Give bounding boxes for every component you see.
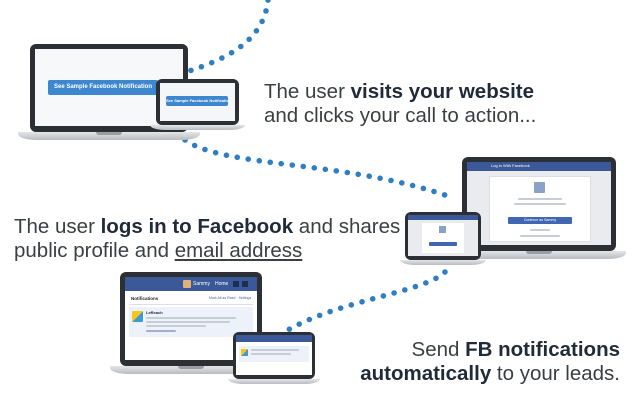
step3-bold2: automatically [360,362,492,385]
step2-caption: The user logs in to Facebook and shares … [14,215,400,263]
laptop-facebook-login: Log in With Facebook Continue as Sammy [452,157,626,261]
lereach-logo-icon [132,311,143,322]
step3-caption: Send FB notifications automatically to y… [330,338,620,386]
laptop-facebook-login-small [400,212,486,267]
notification-item[interactable]: LeReach [129,307,253,337]
facebook-header-bar: Sammy Home [125,277,257,291]
email-address-link: email address [174,239,303,262]
step3-line1: Send FB notifications [411,338,620,361]
see-sample-notification-button[interactable]: See Sample Facebook Notification [48,80,158,95]
step1-bold: visits your website [350,80,535,103]
step3-bold1: FB notifications [465,338,620,361]
step1-line1: The user visits your website [264,80,535,103]
facebook-login-header: Log in With Facebook [467,162,611,171]
laptop-website-small: See Sample Facebook Notification [150,79,245,132]
step2-line2: public profile and email address [14,239,303,262]
profile-avatar [183,280,191,288]
messages-icon [242,281,248,287]
see-sample-notification-button-small[interactable]: See Sample Facebook Notification [166,96,228,106]
step1-caption: The user visits your website and clicks … [264,80,536,128]
step3-line2: automatically to your leads. [360,362,620,385]
laptop-notifications-small [228,332,320,386]
step2-bold: logs in to Facebook [100,215,294,238]
friends-icon [233,281,239,287]
step2-line1: The user logs in to Facebook and shares [14,215,401,238]
app-icon [534,182,545,193]
continue-button[interactable]: Continue as Sammy [508,217,572,224]
step1-line2: and clicks your call to action... [264,104,537,127]
